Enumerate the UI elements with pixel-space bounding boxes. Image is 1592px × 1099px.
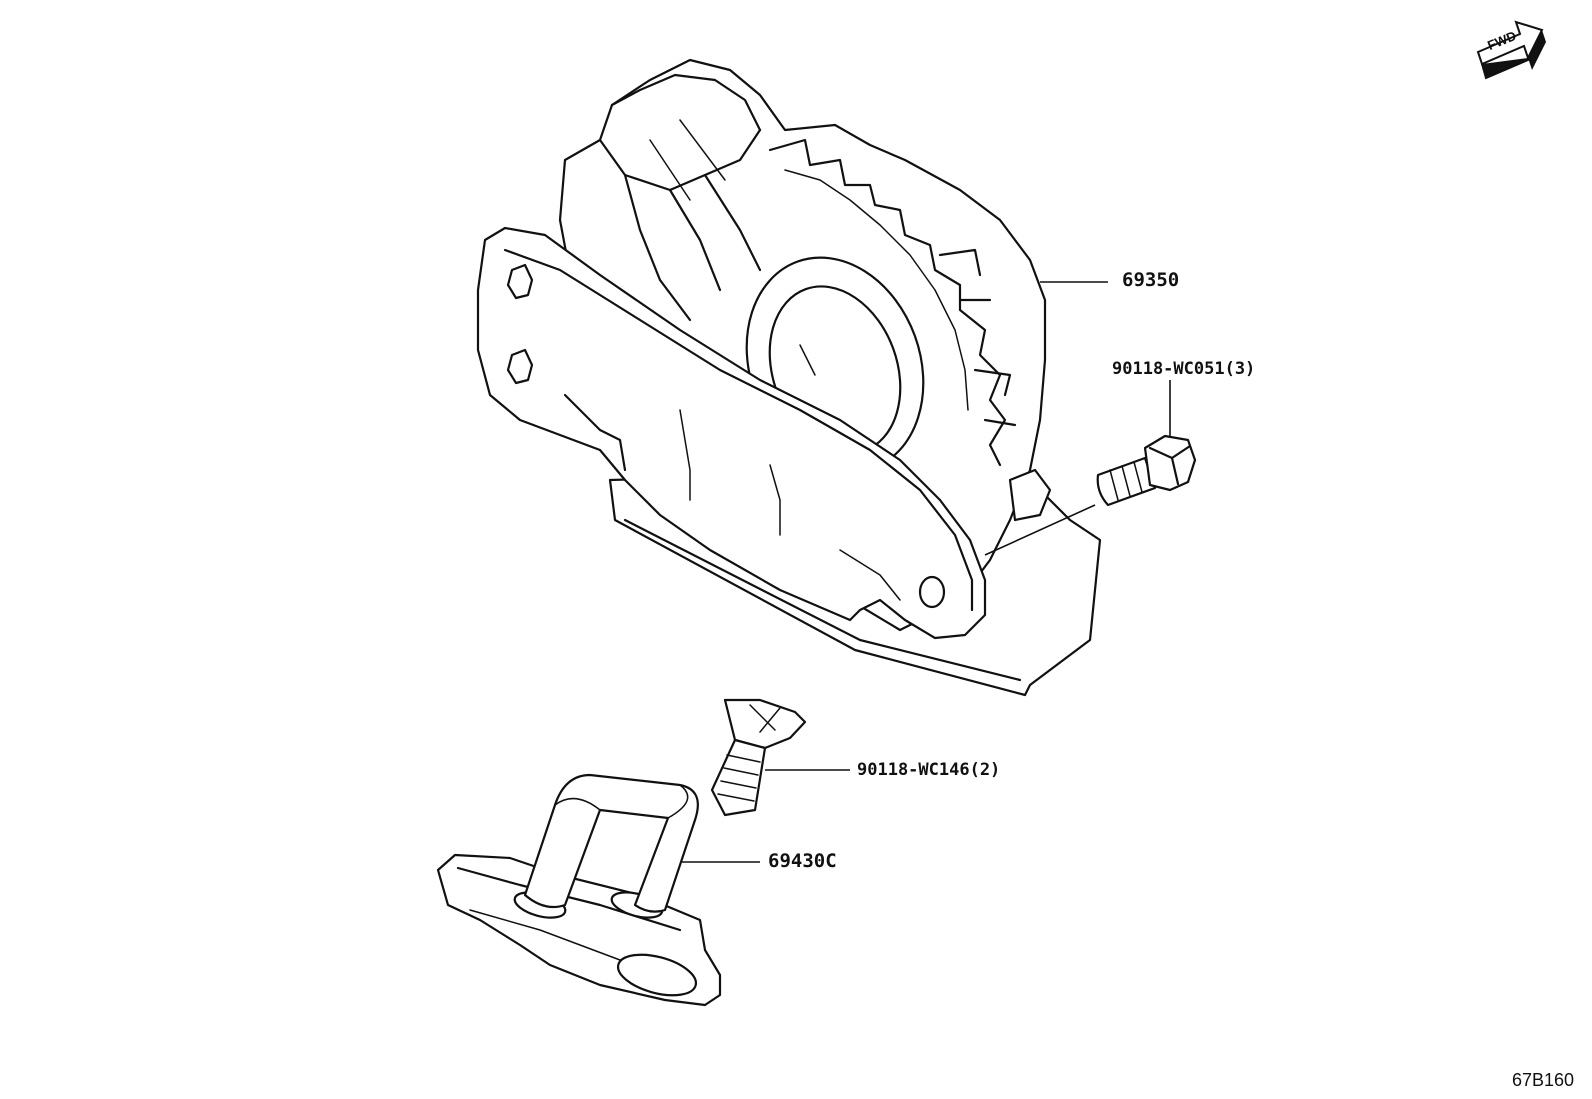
- callout-90118-wc146[interactable]: 90118-WC146(2): [857, 760, 1001, 780]
- callout-69350[interactable]: 69350: [1122, 269, 1180, 291]
- callout-69430c[interactable]: 69430C: [768, 850, 837, 872]
- screw-wc146-drawing: [710, 698, 807, 817]
- striker-drawing: [436, 773, 722, 1007]
- leader-lines: [680, 281, 1171, 863]
- bolt-wc051-drawing: [1096, 434, 1197, 507]
- forward-arrow-icon: [1476, 20, 1546, 80]
- door-lock-actuator-drawing: [476, 58, 1102, 697]
- reference-code: 67B160: [1511, 1070, 1574, 1090]
- callout-90118-wc051[interactable]: 90118-WC051(3): [1112, 359, 1256, 379]
